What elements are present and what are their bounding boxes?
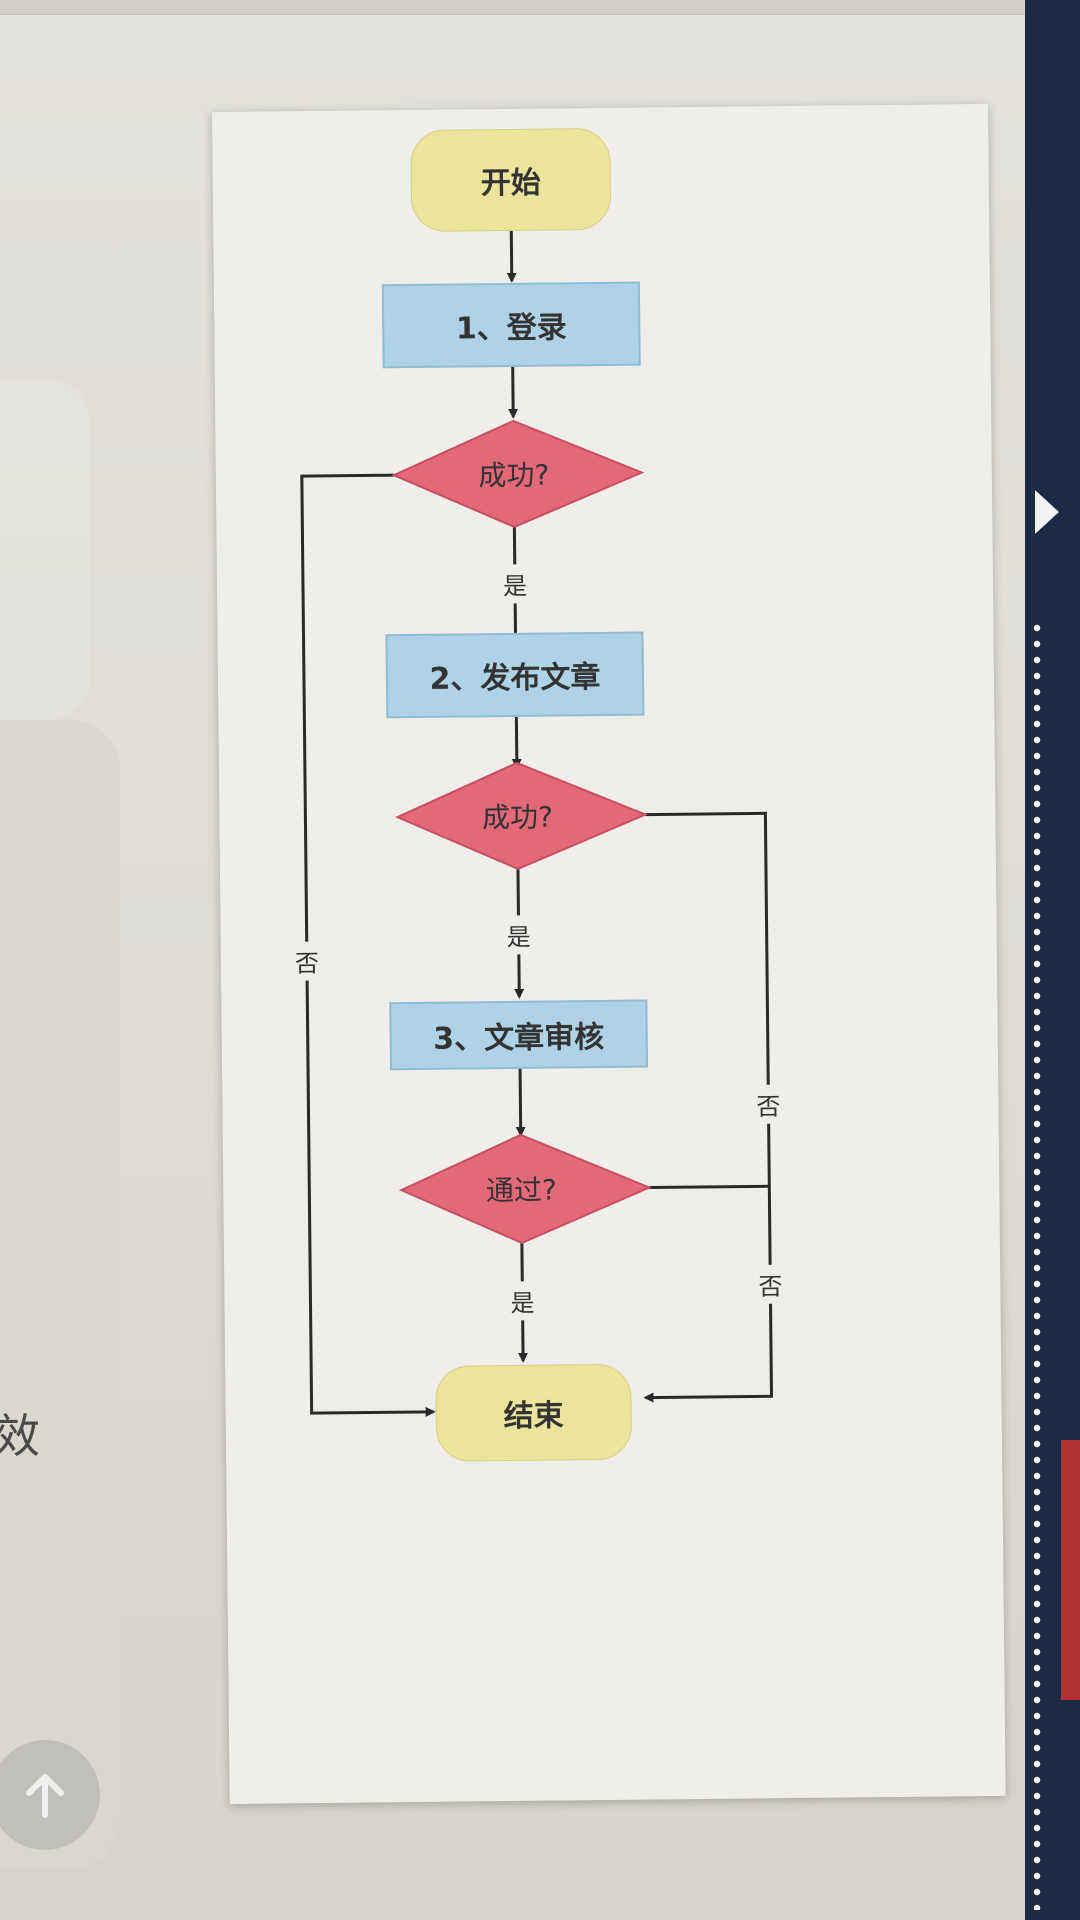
decision-shape — [398, 1133, 652, 1244]
decision-success-label: 成功? — [478, 458, 550, 493]
connector — [649, 1184, 770, 1190]
edge-label-no: 否 — [758, 1264, 783, 1304]
edge-label-yes: 是 — [502, 564, 528, 604]
connector — [300, 473, 436, 1417]
right-sidebar — [1025, 0, 1080, 1920]
accent-bar — [1061, 1440, 1080, 1700]
connector — [511, 716, 522, 769]
decision-success-label: 成功? — [481, 800, 554, 835]
decision-approved-label: 通过? — [485, 1173, 557, 1208]
flowchart-panel: 开始 1、登录 成功? 2、发布文章 成功? 3、文章审核 通过? 结束 是 是… — [212, 103, 1006, 1804]
edge-label-yes: 是 — [510, 1281, 535, 1321]
app-screen: 效 — [0, 0, 1025, 1920]
connector — [515, 1066, 526, 1137]
connector — [643, 811, 774, 1403]
background-card — [0, 380, 90, 720]
end-node: 结束 — [435, 1363, 633, 1462]
step-publish-node: 2、发布文章 — [385, 631, 645, 719]
scroll-up-button[interactable] — [0, 1740, 100, 1850]
decision-shape — [391, 419, 645, 529]
scrollbar-track[interactable] — [1033, 620, 1041, 1910]
edge-label-yes: 是 — [506, 915, 531, 955]
top-strip — [0, 0, 1025, 15]
connector — [508, 366, 519, 419]
arrow-up-icon — [26, 1774, 64, 1818]
edge-label-no: 否 — [294, 941, 320, 981]
step-review-node: 3、文章审核 — [389, 999, 649, 1071]
decision-shape — [394, 761, 649, 870]
play-triangle-icon[interactable] — [1035, 490, 1059, 534]
connector — [506, 230, 517, 283]
partial-text: 效 — [0, 1409, 40, 1463]
start-node: 开始 — [410, 127, 612, 232]
background-card — [0, 720, 120, 1870]
edge-label-no: 否 — [756, 1084, 781, 1124]
step-login-node: 1、登录 — [381, 281, 641, 369]
